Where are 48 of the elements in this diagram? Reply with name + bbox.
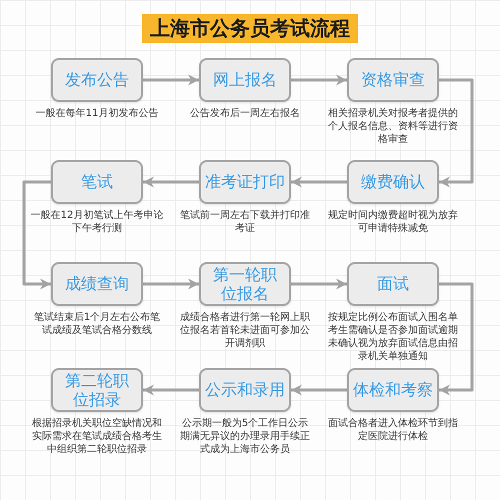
title: 上海市公务员考试流程 — [142, 14, 358, 43]
step-label: 第二轮职位招录 — [64, 370, 130, 410]
step-label: 缴费确认 — [361, 172, 425, 192]
arrow — [291, 176, 347, 188]
step-description: 一般在12月初笔试上午考申论下午考行测 — [30, 209, 164, 235]
process-box — [51, 262, 143, 306]
arrow — [439, 282, 474, 396]
step-description: 按规定比例公布面试入围名单考生需确认是否参加面试逾期未确认视为放弃面试信息由招录机关单独通知 — [327, 311, 459, 363]
step-description: 相关招录机关对报考者提供的个人报名信息、资料等进行资格审查 — [327, 107, 459, 146]
process-box — [347, 262, 439, 306]
process-box — [199, 368, 291, 412]
step-description: 根据招录机关职位空缺情况和实际需求在笔试成绩合格考生中组织第二轮职位招录 — [31, 417, 163, 456]
arrow — [143, 278, 199, 290]
step-description: 成绩合格者进行第一轮网上职位报名若首轮未进面可参加公开调剂职 — [179, 311, 311, 350]
step-label: 笔试 — [81, 172, 113, 192]
step-description: 笔试前一周左右下载并打印准考证 — [179, 209, 311, 235]
process-box — [347, 368, 439, 412]
step-label: 第一轮职位报名 — [212, 264, 278, 304]
step-description: 面试合格者进入体检环节到指定医院进行体检 — [327, 417, 459, 443]
step-label: 网上报名 — [213, 70, 277, 90]
arrow — [22, 180, 51, 290]
process-box — [199, 160, 291, 204]
step-label: 准考证打印 — [205, 172, 285, 192]
step-description: 一般在每年11月初发布公告 — [34, 107, 160, 120]
step-description: 规定时间内缴费超时视为放弃可申请特殊减免 — [327, 209, 459, 235]
process-box — [199, 58, 291, 102]
process-box — [199, 262, 291, 306]
step-description: 公告发布后一周左右报名 — [189, 107, 301, 120]
process-box — [51, 368, 143, 412]
step-label: 体检和考察 — [353, 380, 433, 400]
arrow — [291, 74, 347, 86]
step-label: 发布公告 — [65, 70, 129, 90]
step-label: 公示和录用 — [205, 380, 285, 400]
process-box — [347, 160, 439, 204]
arrow — [291, 278, 347, 290]
step-description: 公示期一般为5个工作日公示期满无异议的办理录用手续正式成为上海市公务员 — [179, 417, 311, 456]
step-label: 面试 — [377, 274, 409, 294]
step-label: 成绩查询 — [65, 274, 129, 294]
arrow — [143, 384, 199, 396]
arrow — [439, 78, 474, 188]
arrow — [291, 384, 347, 396]
arrow — [143, 176, 199, 188]
step-description: 笔试结束后1个月左右公布笔试成绩及笔试合格分数线 — [32, 311, 162, 337]
arrow — [143, 74, 199, 86]
process-box — [51, 58, 143, 102]
step-label: 资格审查 — [361, 70, 425, 90]
process-box — [347, 58, 439, 102]
process-box — [51, 160, 143, 204]
